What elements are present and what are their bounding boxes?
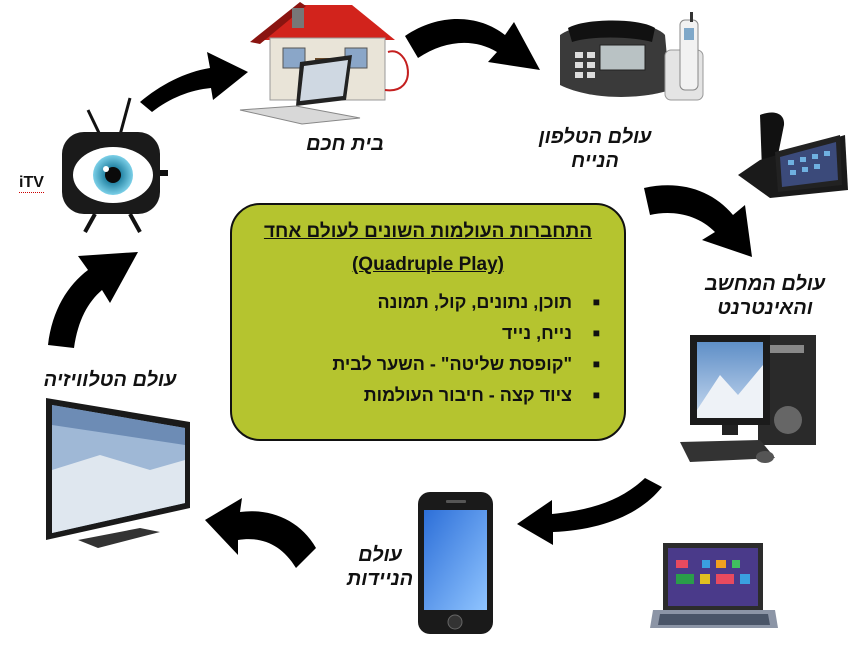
house-laptop-icon <box>239 2 409 125</box>
bullet-item: ■"קופסת שליטה" - השער לבית <box>332 354 600 374</box>
center-title: התחברות העולמות השונים לעולם אחד <box>263 221 593 242</box>
flat-tv-icon <box>46 398 190 548</box>
bullet-item: ■תוכן, נתונים, קול, תמונה <box>377 292 601 312</box>
bullet-text: ציוד קצה - חיבור העולמות <box>363 385 572 405</box>
phone-world-line2: הנייח <box>571 150 619 172</box>
mobile-world-line2: הניידות <box>346 568 414 590</box>
arrow-phone-to-computer <box>644 185 752 257</box>
bullet-item: ■נייח, נייד <box>502 323 600 343</box>
desktop-computer-icon <box>680 335 816 463</box>
eye-tv-icon <box>62 97 168 233</box>
center-subtitle: (Quadruple Play) <box>351 254 505 275</box>
phone-world-line1: עולם הטלפון <box>538 126 652 148</box>
video-phone-icon <box>738 112 848 198</box>
computer-world-label: עולם המחשב והאינטרנט <box>690 272 840 320</box>
bullet-item: ■ציוד קצה - חיבור העולמות <box>363 385 600 405</box>
smartphone-icon <box>418 492 493 634</box>
itv-label: iTV <box>19 174 44 193</box>
arrow-home-to-phone <box>405 18 540 70</box>
mobile-world-label: עולם הניידות <box>325 543 435 591</box>
desk-phone-icon <box>560 12 704 101</box>
bullet-text: "קופסת שליטה" - השער לבית <box>332 354 572 374</box>
computer-world-line2: והאינטרנט <box>717 297 813 319</box>
arrow-itv-to-home <box>140 52 248 112</box>
center-bullet-list: ■תוכן, נתונים, קול, תמונה ■נייח, נייד ■"… <box>332 287 606 411</box>
arrow-mobile-to-tv <box>205 498 316 568</box>
bullet-text: נייח, נייד <box>502 323 572 343</box>
arrow-tv-to-itv <box>48 252 138 348</box>
center-summary-box: התחברות העולמות השונים לעולם אחד (Quadru… <box>230 203 626 441</box>
tablet-laptop-icon <box>650 543 778 628</box>
computer-world-line1: עולם המחשב <box>704 273 826 295</box>
phone-world-label: עולם הטלפון הנייח <box>520 125 670 173</box>
smart-home-label: בית חכם <box>306 133 384 155</box>
bullet-text: תוכן, נתונים, קול, תמונה <box>377 292 573 312</box>
arrow-computer-to-mobile <box>517 478 662 545</box>
tv-world-label: עולם הטלוויזיה <box>43 369 177 391</box>
mobile-world-line1: עולם <box>358 544 402 566</box>
